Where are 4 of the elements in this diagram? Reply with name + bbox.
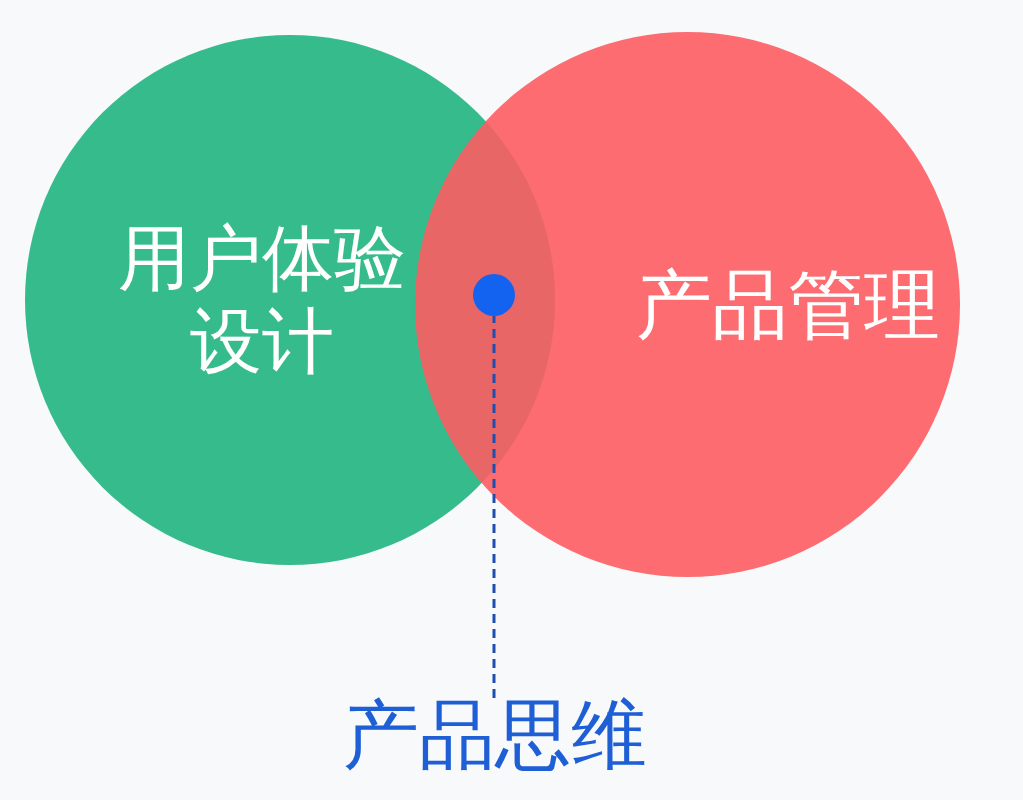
leader-line bbox=[492, 316, 496, 698]
circle-label: 产品管理 bbox=[634, 260, 941, 349]
circle-label: 用户体验设计 bbox=[117, 217, 407, 383]
concept-label: 产品思维 bbox=[342, 691, 648, 779]
